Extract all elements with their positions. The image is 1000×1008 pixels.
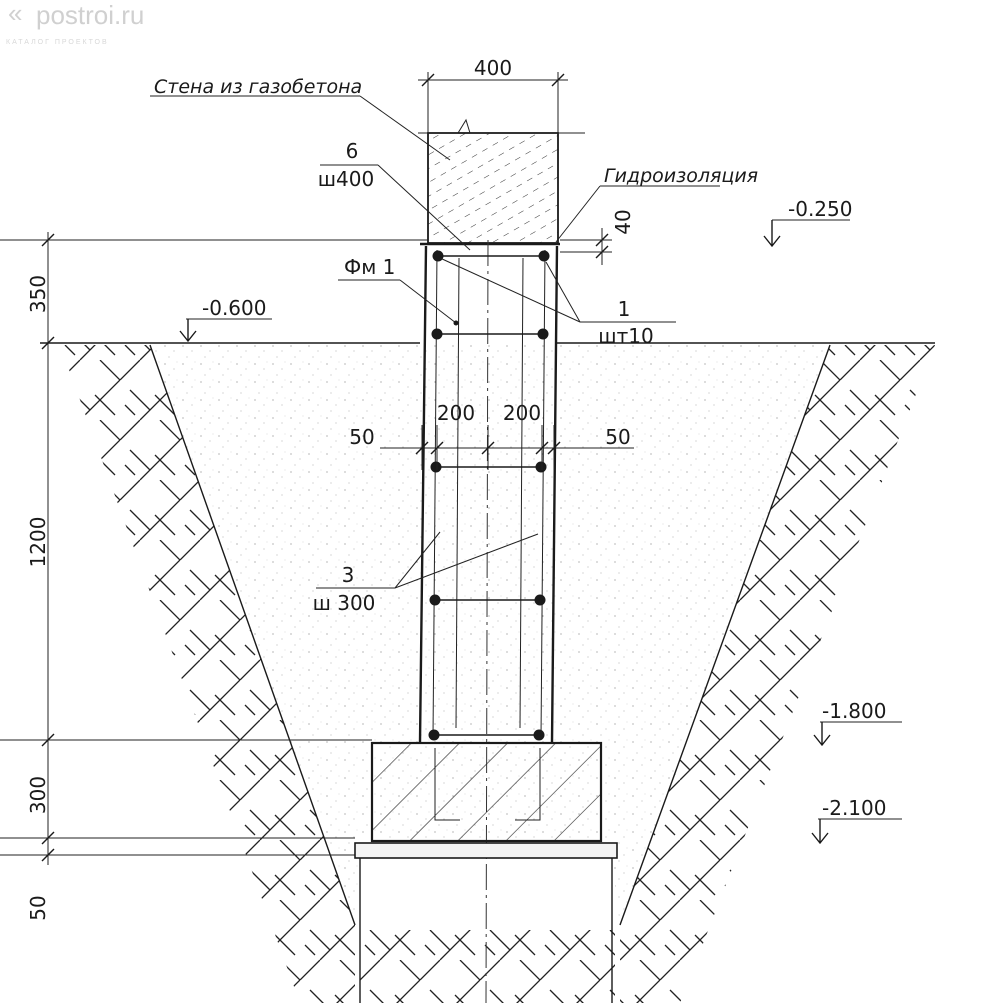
- rebar-group: [428, 250, 550, 741]
- level-ground: -0.600: [179, 296, 272, 343]
- sand-bed: [354, 842, 618, 859]
- label-frame-text: Фм 1: [344, 255, 395, 279]
- level-top: -0.250: [763, 197, 852, 248]
- label-pos1: 1 шт10: [439, 257, 676, 348]
- pos3-spacing: ш 300: [313, 591, 376, 615]
- watermark-tagline: КАТАЛОГ ПРОЕКТОВ: [6, 39, 109, 46]
- soil-bottom: [360, 930, 615, 1003]
- rebar-bar: [430, 461, 442, 473]
- level-footing-top-text: -1.800: [822, 699, 886, 723]
- dim-wall-width-text: 400: [474, 56, 512, 80]
- label-frame: Фм 1: [338, 255, 459, 326]
- dim-waterproof: 40: [560, 209, 635, 265]
- label-pos6: 6 ш400: [318, 139, 471, 251]
- level-ground-text: -0.600: [202, 296, 266, 320]
- rebar-bar: [535, 461, 547, 473]
- dim-footing-height: 300: [26, 776, 50, 814]
- footing: [370, 741, 603, 843]
- pos6-spacing: ш400: [318, 167, 374, 191]
- centerline: [485, 239, 489, 1004]
- label-wall-text: Стена из газобетона: [154, 76, 362, 98]
- dim-waterproof-text: 40: [611, 209, 635, 234]
- level-top-text: -0.250: [788, 197, 852, 221]
- backfill-sand: [150, 345, 830, 925]
- rebar-bar: [537, 328, 549, 340]
- pos1-number: 1: [618, 297, 631, 321]
- label-pos3: 3 ш 300: [313, 531, 539, 615]
- dim-bed-height: 50: [26, 895, 50, 920]
- level-footing-bottom-text: -2.100: [822, 796, 886, 820]
- dim-half-right: 200: [503, 401, 541, 425]
- level-footing-top: -1.800: [813, 699, 902, 747]
- dim-plinth-height: 350: [26, 275, 50, 313]
- left-dimension-chain: 350 1200 300 50: [26, 232, 55, 921]
- pos6-number: 6: [346, 139, 359, 163]
- level-footing-bottom: -2.100: [811, 796, 902, 845]
- label-waterproofing-text: Гидроизоляция: [604, 165, 758, 187]
- watermark-site: postroi.ru: [36, 0, 144, 30]
- rebar-bar: [428, 729, 440, 741]
- aerated-concrete-wall: [418, 118, 585, 244]
- dim-half-left: 200: [437, 401, 475, 425]
- rebar-bar: [534, 594, 546, 606]
- watermark-logo-icon: «: [8, 0, 22, 28]
- rebar-bar: [431, 328, 443, 340]
- rebar-bar: [538, 250, 550, 262]
- pos3-number: 3: [342, 563, 355, 587]
- label-wall: Стена из газобетона: [150, 76, 451, 161]
- trench-slope-right: [619, 344, 831, 926]
- rebar-bar: [533, 729, 545, 741]
- soil-right: [620, 345, 935, 1003]
- dim-cover-chain: 50 200 200 50: [349, 401, 634, 470]
- trench-slope-left: [149, 344, 356, 926]
- pos1-count: шт10: [598, 324, 653, 348]
- dim-wall-height: 1200: [26, 517, 50, 568]
- dim-left-cover: 50: [349, 425, 374, 449]
- watermark: « postroi.ru КАТАЛОГ ПРОЕКТОВ: [6, 0, 144, 46]
- dim-right-cover: 50: [605, 425, 630, 449]
- label-waterproofing: Гидроизоляция: [555, 165, 758, 243]
- dim-wall-width: 400: [418, 56, 568, 133]
- rebar-bar: [429, 594, 441, 606]
